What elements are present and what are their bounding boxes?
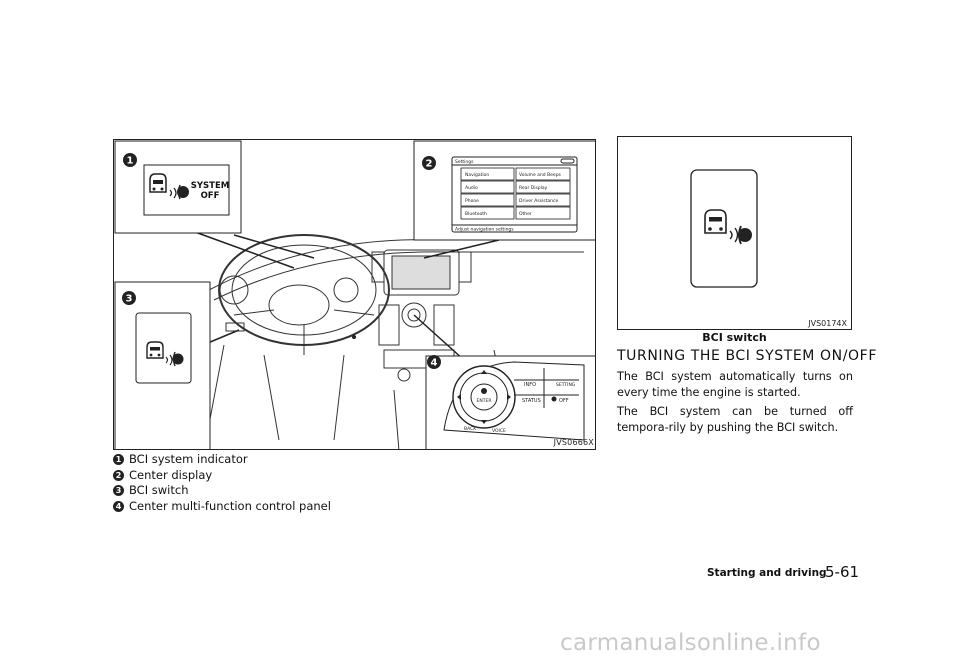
figure-bci-switch: JVS0174X bbox=[617, 136, 852, 330]
display-item-volume: Volume and Beeps bbox=[519, 172, 562, 178]
display-item-rear-display: Rear Display bbox=[519, 185, 548, 191]
indicator-off-text: OFF bbox=[201, 191, 220, 201]
display-footer: Adjust navigation settings bbox=[455, 227, 514, 233]
callout-1: 1 bbox=[123, 153, 137, 167]
dashboard-illustration: 1 2 3 4 SYSTEM OFF bbox=[114, 140, 595, 449]
figure-legend: 1 BCI system indicator 2 Center display … bbox=[113, 452, 331, 514]
indicator-system-text: SYSTEM bbox=[191, 181, 229, 191]
svg-text:2: 2 bbox=[426, 159, 433, 170]
legend-number: 1 bbox=[113, 454, 124, 466]
legend-label: Center display bbox=[129, 467, 213, 482]
figure-main-code: JVS0666X bbox=[553, 438, 595, 447]
bci-switch-icon bbox=[704, 209, 752, 245]
panel-enter-label: ENTER bbox=[477, 398, 492, 404]
display-item-bluetooth: Bluetooth bbox=[465, 211, 487, 217]
legend-label: BCI switch bbox=[129, 483, 189, 497]
legend-item: 4 Center multi-function control panel bbox=[113, 499, 331, 515]
svg-text:3: 3 bbox=[126, 294, 133, 305]
panel-back-label: BACK bbox=[464, 426, 477, 432]
section-paragraph-1: The BCI system automatically turns on ev… bbox=[617, 370, 853, 399]
callout-4: 4 bbox=[427, 355, 441, 369]
legend-item: 3 BCI switch bbox=[113, 483, 331, 499]
bci-switch-icon-small bbox=[146, 341, 184, 367]
legend-item: 2 Center display bbox=[113, 468, 331, 484]
svg-text:1: 1 bbox=[127, 156, 134, 167]
footer-chapter-title: Starting and driving bbox=[707, 567, 827, 579]
bci-switch-illustration: JVS0174X bbox=[690, 169, 848, 328]
display-item-phone: Phone bbox=[465, 198, 479, 204]
legend-number: 4 bbox=[113, 500, 124, 512]
callout-3: 3 bbox=[122, 291, 136, 305]
center-display-screen: Settings Adjust navigation settings Navi… bbox=[451, 156, 578, 233]
callout-2: 2 bbox=[422, 156, 436, 170]
figure-side-code: JVS0174X bbox=[807, 319, 847, 328]
panel-voice-label: VOICE bbox=[492, 428, 506, 434]
legend-label: BCI system indicator bbox=[129, 452, 248, 466]
display-item-driver-assistance: Driver Assistance bbox=[519, 198, 558, 204]
legend-item: 1 BCI system indicator bbox=[113, 452, 331, 468]
panel-info-label: INFO bbox=[524, 382, 536, 388]
panel-off-label: OFF bbox=[559, 398, 569, 404]
control-panel-illustration: ENTER INFO SETTING STATUS OFF BACK VOICE bbox=[443, 361, 585, 441]
bci-indicator-icon bbox=[149, 173, 189, 200]
watermark: carmanualsonline.info bbox=[560, 630, 821, 656]
panel-setting-label: SETTING bbox=[556, 382, 576, 388]
section-heading: TURNING THE BCI SYSTEM ON/OFF bbox=[617, 348, 877, 364]
svg-text:4: 4 bbox=[431, 358, 438, 369]
section-paragraph-2: The BCI system can be turned off tempora… bbox=[617, 405, 853, 434]
panel-status-label: STATUS bbox=[522, 398, 541, 404]
figure-side-caption: BCI switch bbox=[702, 331, 767, 344]
display-item-other: Other bbox=[519, 211, 532, 217]
legend-label: Center multi-function control panel bbox=[129, 498, 331, 513]
footer-page-number: 5-61 bbox=[825, 563, 860, 581]
display-item-navigation: Navigation bbox=[465, 172, 489, 178]
display-title: Settings bbox=[455, 159, 474, 165]
legend-number: 2 bbox=[113, 469, 124, 481]
figure-dashboard: 1 2 3 4 SYSTEM OFF bbox=[113, 139, 596, 450]
legend-number: 3 bbox=[113, 485, 124, 497]
display-item-audio: Audio bbox=[465, 185, 478, 191]
